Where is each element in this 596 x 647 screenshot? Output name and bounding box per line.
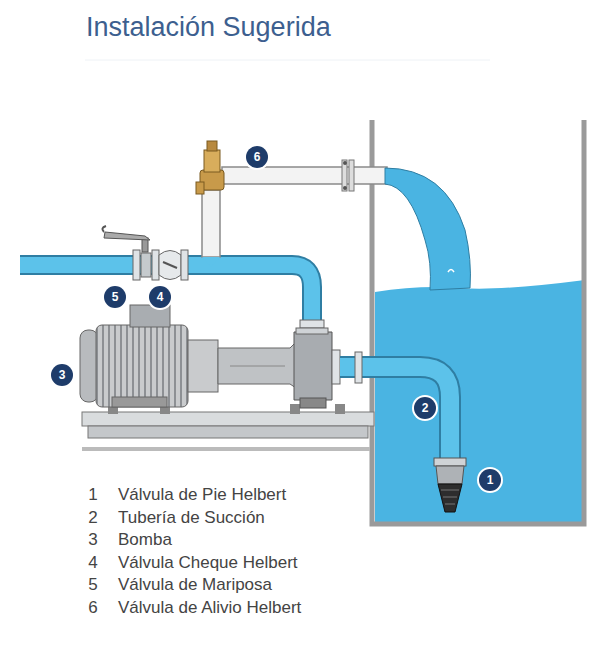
list-text: Válvula de Mariposa [118, 575, 272, 595]
callout-number: 1 [479, 469, 501, 491]
callout-number: 4 [149, 286, 171, 308]
list-number: 5 [86, 575, 100, 595]
list-number: 6 [86, 598, 100, 618]
list-number: 2 [86, 508, 100, 528]
list-number: 1 [86, 485, 100, 505]
list-text: Válvula Cheque Helbert [118, 553, 298, 573]
list-text: Bomba [118, 530, 172, 550]
list-number: 4 [86, 553, 100, 573]
callout-number: 5 [104, 286, 126, 308]
diagram-title: Instalación Sugerida [86, 12, 331, 43]
list-text: Válvula de Pie Helbert [118, 485, 286, 505]
list-text: Válvula de Alivio Helbert [118, 598, 301, 618]
callout-number: 2 [414, 397, 436, 419]
list-number: 3 [86, 530, 100, 550]
list-text: Tubería de Succión [118, 508, 265, 528]
callout-number: 3 [51, 364, 73, 386]
callout-number: 6 [246, 146, 268, 168]
